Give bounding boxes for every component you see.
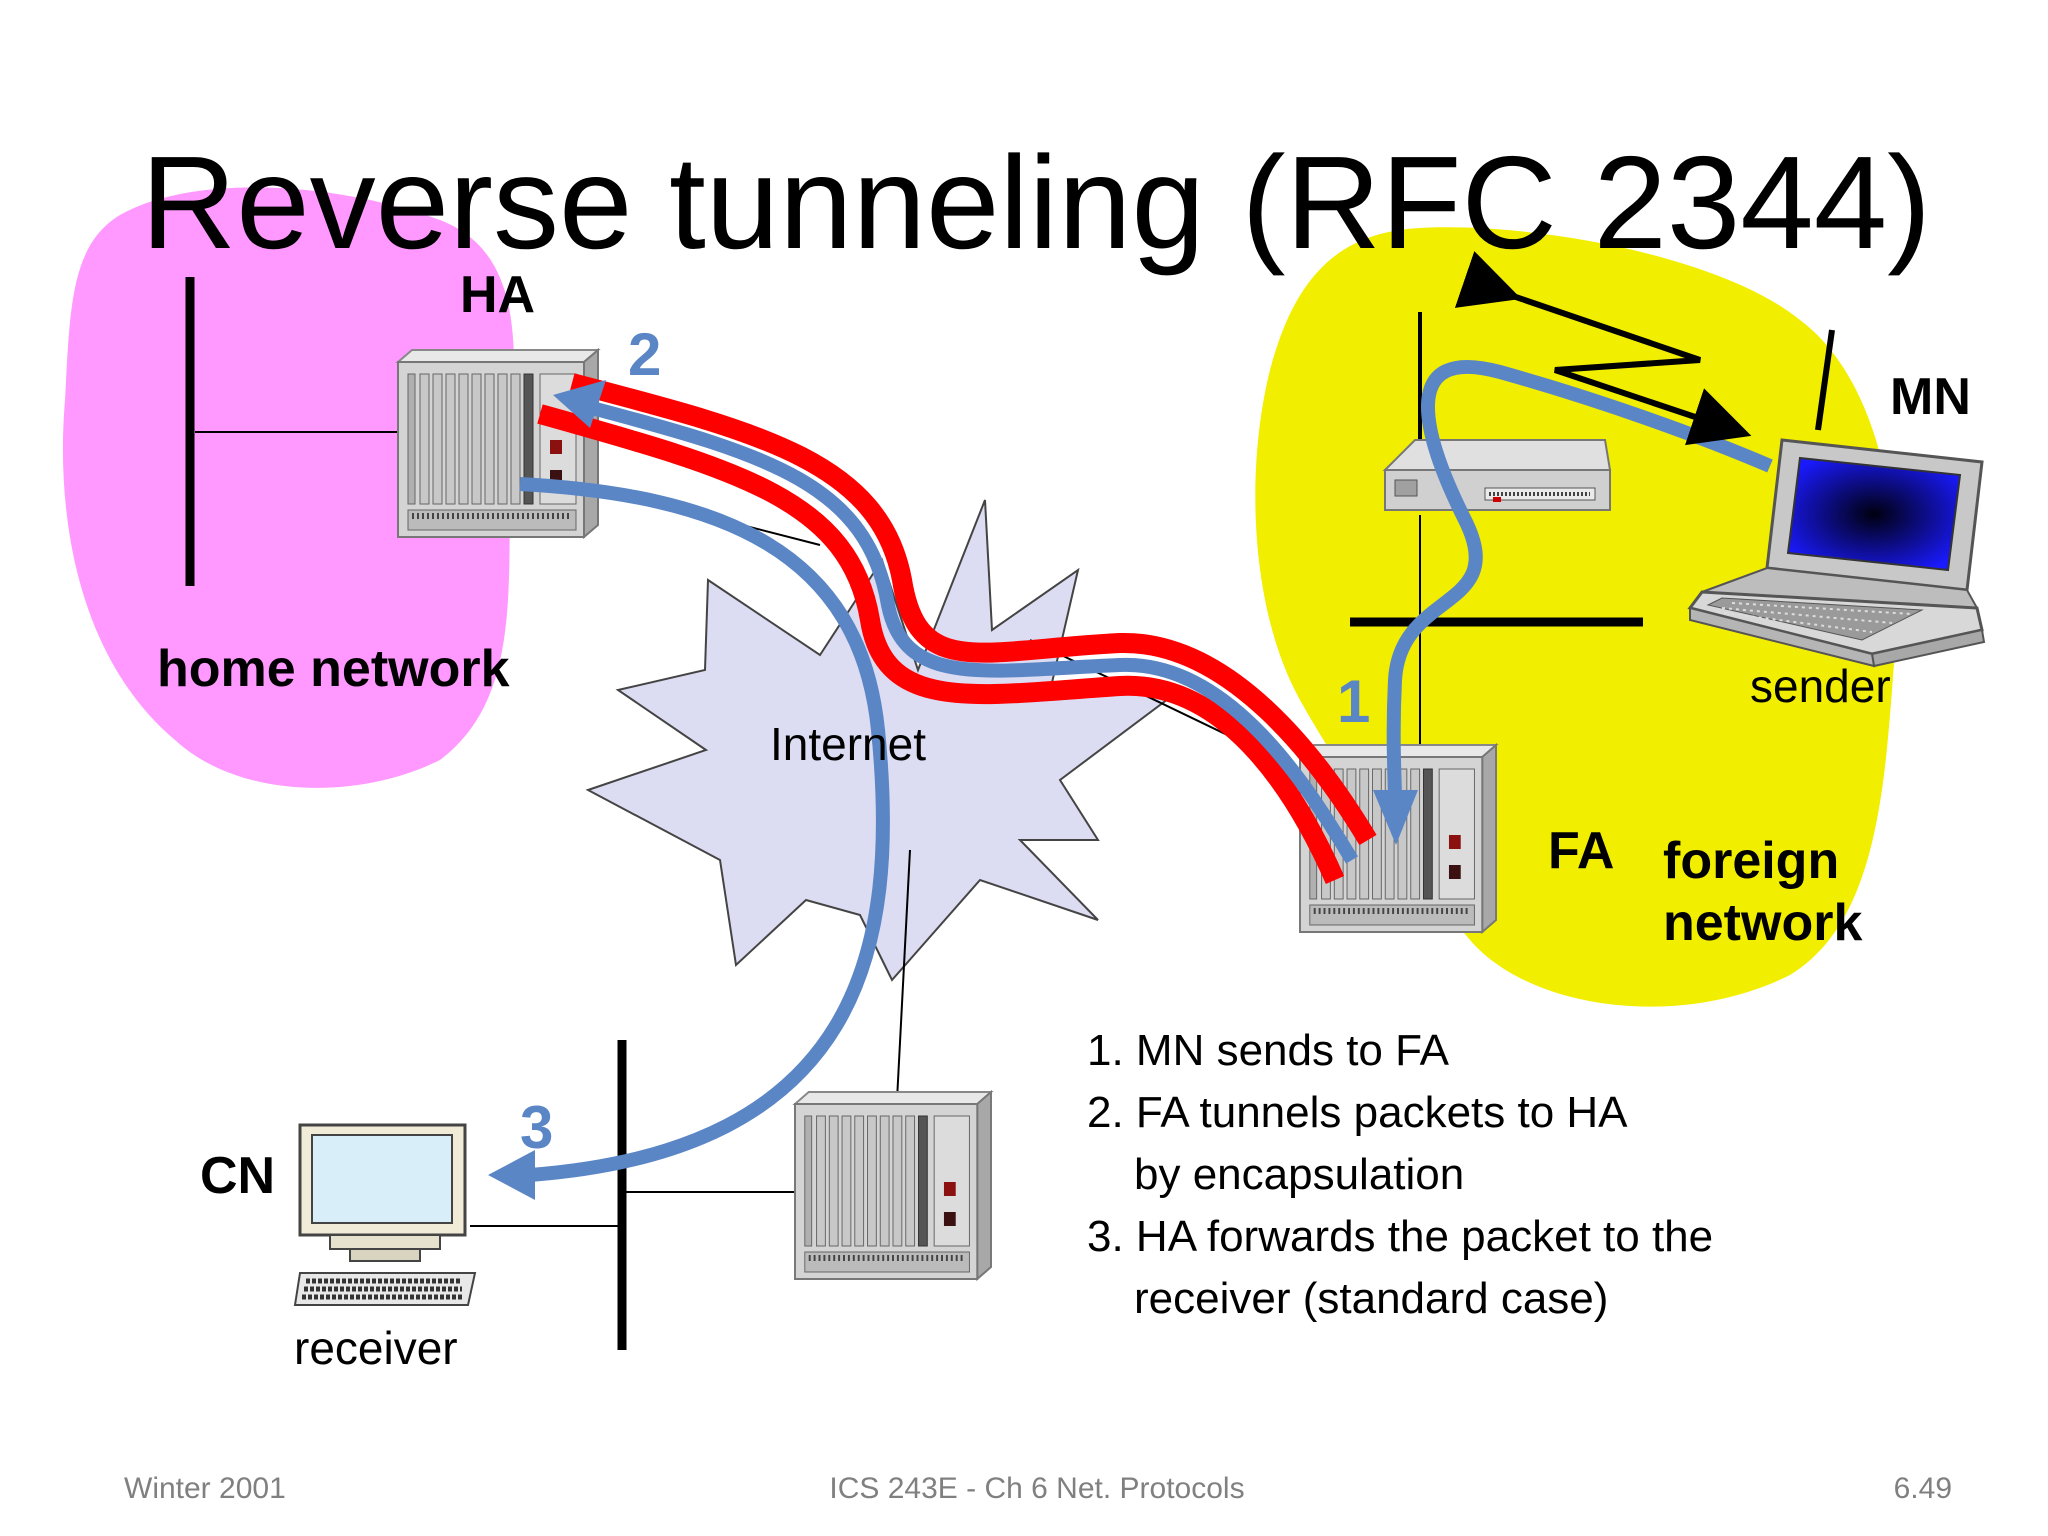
ha-router-rack-icon — [398, 350, 598, 537]
foreign-network-label-line2: network — [1663, 894, 1862, 952]
step-3-text: 3. HA forwards the packet to the — [1087, 1212, 1713, 1261]
foreign-network-label-line1: foreign — [1663, 832, 1839, 890]
arrowhead-to-cn — [488, 1150, 535, 1200]
internet-router-rack-icon — [795, 1092, 991, 1279]
receiver-label: receiver — [294, 1322, 458, 1374]
packet-path-fa-to-ha — [590, 401, 1359, 864]
tunnel-path — [537, 373, 1377, 885]
steps-list: 1. MN sends to FA 2. FA tunnels packets … — [1087, 1026, 1713, 1323]
footer-left: Winter 2001 — [124, 1472, 286, 1505]
packet-path-ha-to-cn — [519, 477, 890, 1182]
footer-center: ICS 243E - Ch 6 Net. Protocols — [829, 1472, 1244, 1505]
step-marker-3: 3 — [520, 1094, 553, 1161]
step-2-text: 2. FA tunnels packets to HA — [1087, 1088, 1628, 1137]
wireless-link-icon — [1454, 251, 1752, 446]
internet-label: Internet — [770, 718, 926, 770]
footer-page-number: 6.49 — [1894, 1472, 1952, 1505]
ha-label: HA — [460, 266, 535, 324]
fa-label: FA — [1548, 822, 1614, 880]
slide-title: Reverse tunneling (RFC 2344) — [141, 129, 1931, 276]
home-network-area — [62, 187, 515, 788]
step-marker-1: 1 — [1337, 668, 1370, 735]
arrowhead-to-fa — [1373, 790, 1418, 845]
cn-label: CN — [200, 1147, 275, 1205]
mn-label: MN — [1890, 368, 1971, 426]
step-1-text: 1. MN sends to FA — [1087, 1026, 1450, 1075]
step-marker-2: 2 — [628, 321, 661, 388]
desktop-computer-icon — [293, 1123, 477, 1306]
sender-label: sender — [1750, 660, 1891, 712]
home-network-label: home network — [157, 640, 510, 698]
step-2-text-cont: by encapsulation — [1134, 1150, 1464, 1199]
laptop-icon — [1687, 438, 1986, 668]
step-3-text-cont: receiver (standard case) — [1134, 1274, 1608, 1323]
access-point-icon — [1382, 439, 1612, 511]
arrowhead-to-ha — [553, 380, 606, 428]
